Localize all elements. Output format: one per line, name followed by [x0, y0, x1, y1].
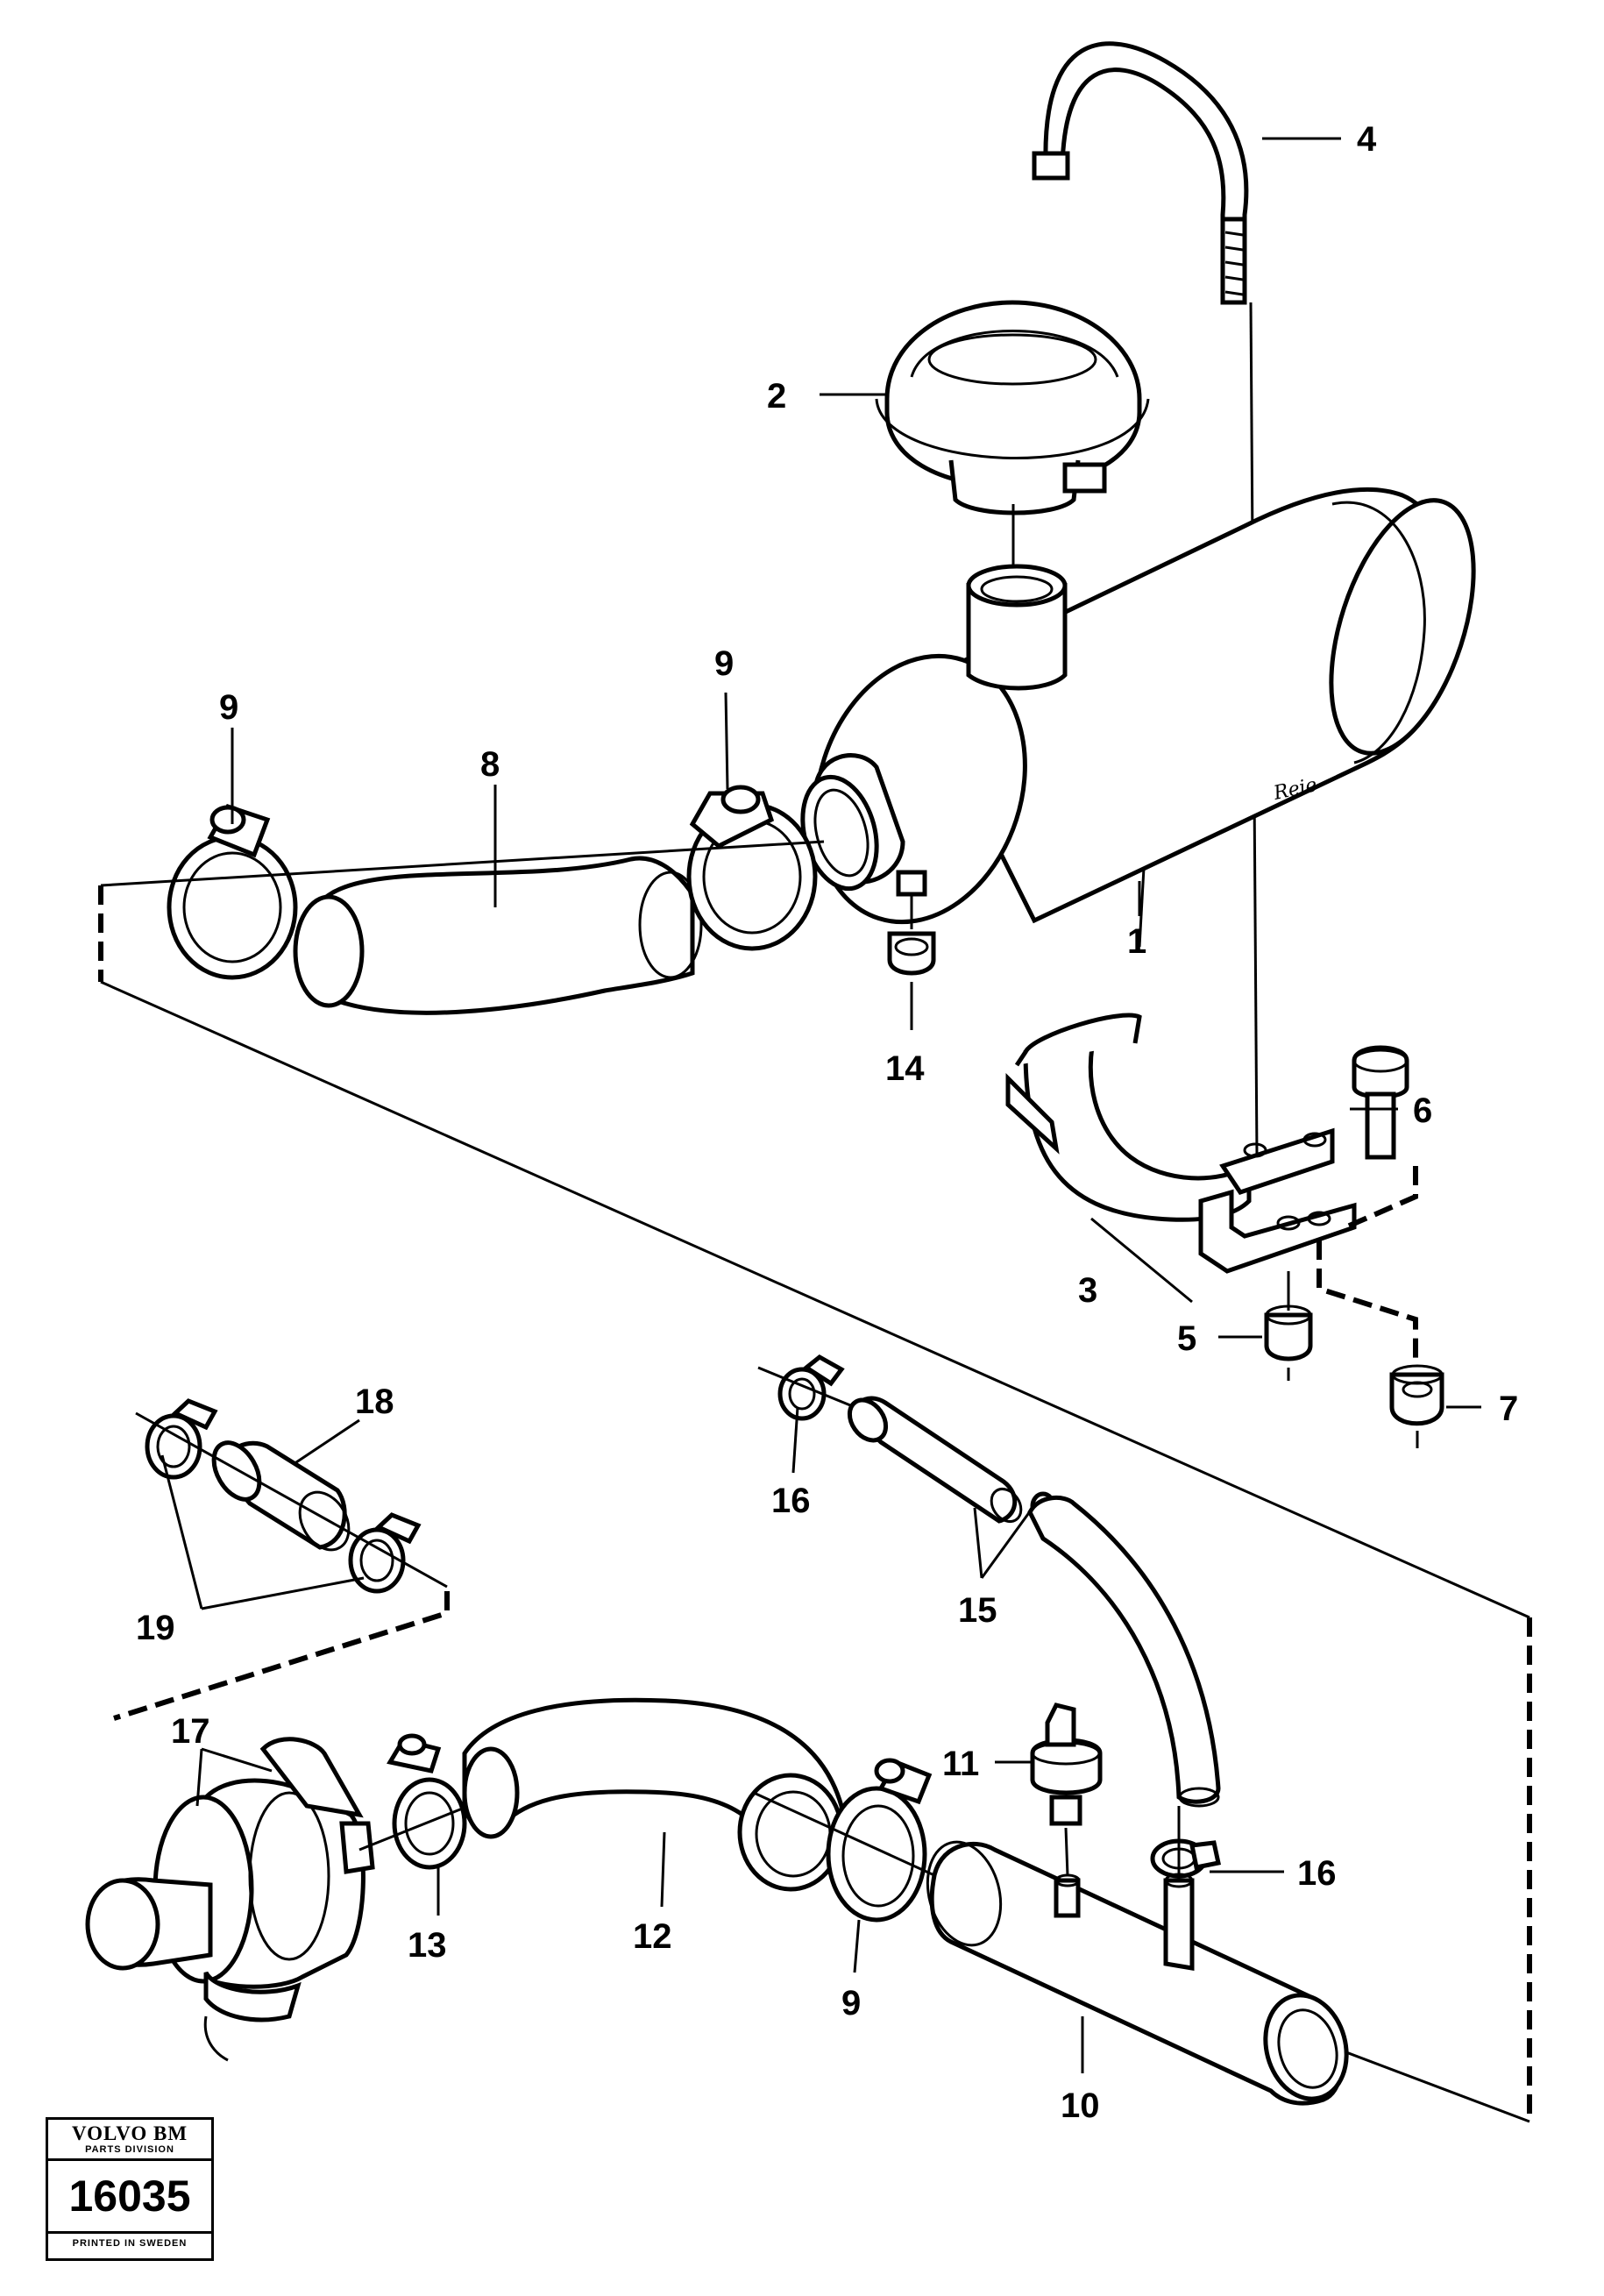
- part-5-nut: [1264, 1271, 1313, 1381]
- leader-lines: [160, 692, 1481, 2073]
- callout-9a: 9: [219, 688, 238, 727]
- callout-9b: 9: [714, 644, 734, 683]
- callout-8: 8: [480, 745, 500, 784]
- part-13-clamp: [387, 1733, 467, 1870]
- axis-line-18: [135, 1411, 448, 1589]
- dash-7: [1317, 1240, 1418, 1359]
- callout-18: 18: [355, 1383, 394, 1421]
- part-1-air-cleaner: [800, 487, 1476, 948]
- callout-4: 4: [1357, 120, 1377, 159]
- callout-1: 1: [1127, 922, 1146, 961]
- volvo-bm-stamp: VOLVO BM PARTS DIVISION 16035 PRINTED IN…: [46, 2117, 214, 2261]
- part-17-turbo-outlet: [85, 1737, 375, 2062]
- part-6-bolt: [1352, 1045, 1409, 1160]
- part-4-strap: [1032, 41, 1249, 305]
- axis-line-9c: [753, 1791, 956, 1887]
- callout-7: 7: [1499, 1390, 1518, 1428]
- stamp-brand: VOLVO BM: [71, 2122, 188, 2144]
- part-15-hose: [847, 1396, 1221, 1808]
- callout-17: 17: [171, 1712, 210, 1751]
- part-16b-clamp: [1150, 1838, 1221, 1879]
- callout-9c: 9: [841, 1984, 861, 2022]
- callout-13: 13: [408, 1926, 447, 1965]
- axis-line-16: [757, 1366, 855, 1409]
- callout-15: 15: [958, 1591, 997, 1630]
- part-19b-clamp: [348, 1512, 422, 1594]
- callout-19: 19: [136, 1609, 175, 1647]
- stamp-division: PARTS DIVISION: [48, 2144, 211, 2161]
- part-9a-clamp: [167, 803, 298, 980]
- axis-line-inlet: [100, 840, 825, 887]
- part-3-bracket: [1005, 1013, 1357, 1274]
- part-2-precleaner-cap: [875, 300, 1150, 574]
- callout-10: 10: [1061, 2086, 1100, 2125]
- part-11-sensor: [1030, 1702, 1103, 1877]
- callout-14: 14: [885, 1049, 925, 1088]
- callout-16a: 16: [771, 1482, 811, 1520]
- frame-bottom: [1331, 2045, 1530, 2123]
- part-7-nut: [1389, 1364, 1444, 1448]
- callout-2: 2: [767, 377, 786, 416]
- stamp-footer: PRINTED IN SWEDEN: [72, 2238, 188, 2249]
- dash-17: [113, 1591, 450, 1721]
- part-12-elbow-hose: [462, 1697, 844, 1892]
- callout-6: 6: [1413, 1091, 1432, 1130]
- dash-6: [1344, 1166, 1418, 1230]
- part-18-hose: [211, 1440, 351, 1552]
- part-19a-clamp: [145, 1398, 218, 1480]
- part-9c-clamp: [826, 1758, 933, 1923]
- callout-11: 11: [942, 1745, 979, 1783]
- part-10-pipe: [926, 1840, 1349, 2106]
- callout-12: 12: [633, 1917, 672, 1956]
- stamp-number: 16035: [48, 2161, 211, 2234]
- part-9b-clamp: [686, 785, 818, 951]
- callout-3: 3: [1078, 1271, 1097, 1310]
- frame-diagonal: [100, 980, 1530, 1619]
- part-8-inlet-hose: [293, 856, 703, 1015]
- callout-5: 5: [1177, 1319, 1196, 1358]
- callout-16b: 16: [1297, 1854, 1337, 1893]
